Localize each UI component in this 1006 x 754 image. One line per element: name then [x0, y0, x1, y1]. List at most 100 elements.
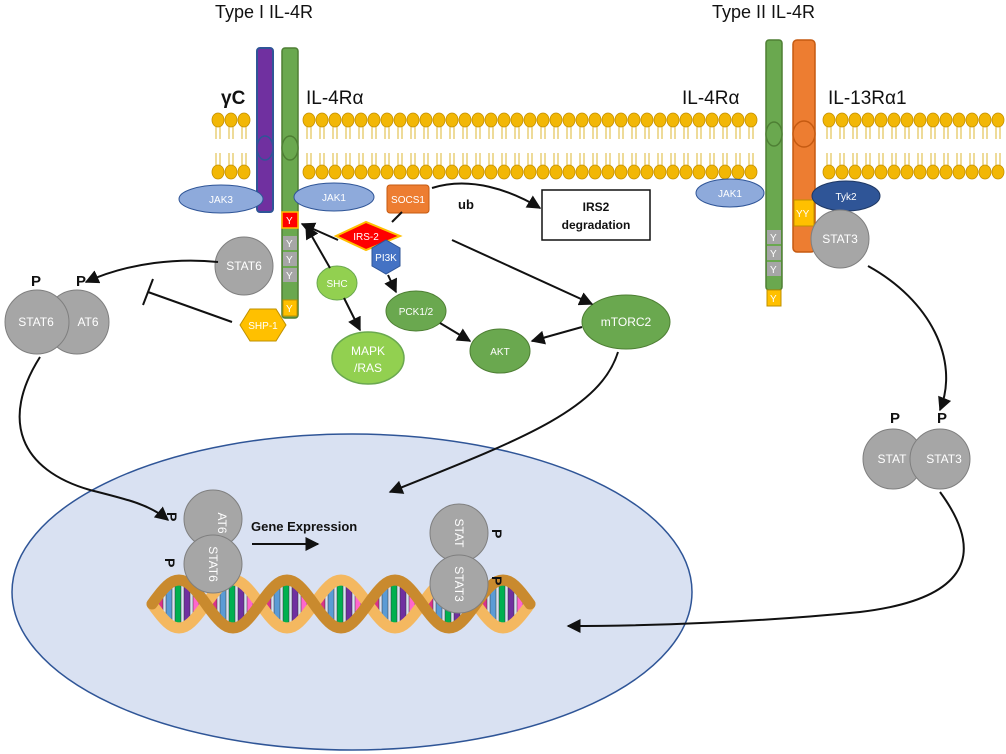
tyrosine-right-1: Y	[767, 230, 781, 244]
svg-text:STAT6: STAT6	[206, 546, 220, 582]
svg-text:AT6: AT6	[77, 315, 98, 329]
arrow-pck-to-akt	[439, 322, 472, 342]
il4ra-chain-left	[281, 47, 299, 319]
svg-text:Y: Y	[286, 255, 293, 266]
tyrosine-right-2: Y	[767, 246, 781, 260]
tyrosine-yellow-right: Y	[766, 289, 782, 307]
tyrosine-right-3: Y	[767, 262, 781, 276]
arrow-shc-to-y	[305, 224, 331, 269]
svg-text:Y: Y	[286, 304, 293, 315]
svg-text:Y: Y	[770, 249, 777, 260]
stat6-dimer: STAT6 AT6 P P	[4, 273, 110, 355]
mapk-ras: MAPK /RAS	[331, 331, 405, 385]
svg-text:PCK1/2: PCK1/2	[399, 307, 434, 318]
tyk2: Tyk2	[811, 180, 881, 212]
shc: SHC	[316, 265, 358, 301]
svg-text:P: P	[489, 576, 505, 585]
tyrosine-gray-2: Y	[283, 252, 297, 266]
svg-text:Y: Y	[286, 216, 293, 227]
il4ra-left-label: IL-4Rα	[306, 88, 363, 109]
gamma-c-label: γC	[221, 88, 246, 109]
jak1-right: JAK1	[695, 178, 765, 208]
pck1-2: PCK1/2	[385, 290, 447, 332]
tyrosine-yellow-left: Y	[282, 299, 298, 317]
svg-text:P: P	[489, 529, 505, 538]
svg-text:STAT3: STAT3	[822, 232, 858, 246]
tyrosine-red: Y	[281, 211, 299, 229]
svg-text:STAT3: STAT3	[926, 452, 962, 466]
akt: AKT	[469, 328, 531, 374]
svg-text:STAT: STAT	[452, 519, 466, 549]
svg-text:JAK1: JAK1	[322, 193, 346, 204]
mtorc2: mTORC2	[581, 294, 671, 350]
svg-text:mTORC2: mTORC2	[601, 315, 652, 329]
svg-text:SHC: SHC	[326, 279, 347, 290]
svg-text:P: P	[76, 273, 86, 290]
cell-membrane	[211, 112, 1005, 180]
svg-text:JAK1: JAK1	[718, 189, 742, 200]
gamma-c-chain	[256, 47, 274, 213]
il13ra1-label: IL-13Rα1	[828, 88, 907, 109]
svg-text:Y: Y	[770, 265, 777, 276]
arrow-stat6-dimer-to-nucleus	[18, 356, 170, 521]
stat3-monomer: STAT3	[810, 209, 870, 269]
arrow-socs-irs	[391, 211, 403, 223]
arrow-stat6-to-dimer	[84, 259, 219, 284]
il4ra-chain-right	[765, 39, 783, 291]
arrow-mtorc2-to-akt	[530, 326, 583, 345]
svg-text:Tyk2: Tyk2	[835, 192, 857, 203]
svg-text:PI3K: PI3K	[375, 253, 397, 264]
svg-text:Y: Y	[286, 239, 293, 250]
gene-expression-label: Gene Expression	[251, 519, 357, 534]
shp-1: SHP-1	[239, 308, 287, 342]
svg-text:P: P	[164, 512, 180, 521]
jak3: JAK3	[178, 184, 264, 214]
stat6-monomer: STAT6	[214, 236, 274, 296]
svg-text:Y: Y	[286, 271, 293, 282]
arrow-red-y-to-irs	[300, 222, 339, 241]
arrow-irs-to-mtorc2	[451, 239, 594, 306]
tyrosine-pair: YY	[793, 199, 815, 227]
svg-text:P: P	[31, 273, 41, 290]
il4ra-right-label: IL-4Rα	[682, 88, 739, 109]
dna-helix	[146, 574, 536, 634]
type2-title: Type II IL-4R	[712, 2, 815, 22]
svg-text:degradation: degradation	[562, 218, 631, 232]
arrow-shc-to-mapk	[343, 297, 361, 332]
il13ra1-chain	[792, 39, 816, 253]
type1-title: Type I IL-4R	[215, 2, 313, 22]
pi3k: PI3K	[371, 239, 401, 275]
svg-text:Y: Y	[770, 233, 777, 244]
svg-text:AKT: AKT	[490, 347, 509, 358]
svg-text:AT6: AT6	[215, 512, 229, 533]
tyrosine-gray-1: Y	[283, 236, 297, 250]
svg-text:STAT3: STAT3	[452, 566, 466, 602]
svg-text:Y: Y	[770, 294, 777, 305]
svg-text:STAT6: STAT6	[226, 259, 262, 273]
inhibit-bar	[142, 278, 154, 306]
svg-text:/RAS: /RAS	[354, 361, 382, 375]
svg-text:P: P	[937, 410, 947, 427]
inhibit-shp1-stat6	[147, 291, 233, 323]
ub-label: ub	[458, 197, 474, 212]
arrow-pi3k-to-pck	[384, 274, 397, 294]
socs1: SOCS1	[386, 184, 430, 214]
svg-text:IRS-2: IRS-2	[353, 232, 379, 243]
svg-text:SOCS1: SOCS1	[391, 195, 425, 206]
arrows	[18, 182, 965, 633]
arrow-stat3-dimer-to-nucleus	[566, 491, 965, 633]
tyrosine-gray-3: Y	[283, 268, 297, 282]
stat3-dimer: STAT STAT3 P P	[862, 410, 971, 490]
svg-text:SHP-1: SHP-1	[248, 321, 278, 332]
svg-text:P: P	[162, 558, 178, 567]
arrow-mtorc2-to-nucleus	[388, 351, 619, 494]
arrow-stat3-to-dimer	[867, 265, 952, 412]
svg-text:YY: YY	[796, 209, 810, 220]
irs2-degradation-box: IRS2 degradation	[541, 189, 651, 241]
nuclear-stat6-dimer: AT6 STAT6 P P	[162, 489, 243, 594]
irs-2: IRS-2	[333, 220, 403, 252]
svg-text:MAPK: MAPK	[351, 344, 385, 358]
svg-text:P: P	[890, 410, 900, 427]
nuclear-stat3-dimer: STAT STAT3 P P	[429, 503, 505, 614]
